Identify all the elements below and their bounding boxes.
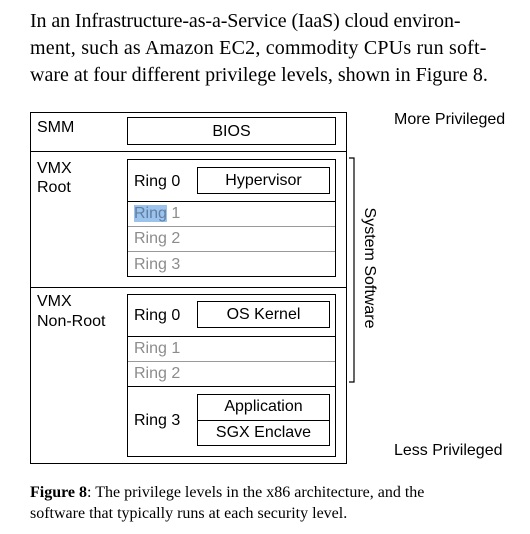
vmx-nonroot-ring0-divider bbox=[127, 336, 336, 337]
vmx-root-ring0-label: Ring 0 bbox=[134, 173, 181, 190]
bios-box bbox=[127, 117, 336, 145]
vmx-root-ring1-divider bbox=[128, 226, 335, 227]
system-software-label: System Software bbox=[361, 207, 378, 329]
selected-text[interactable]: Ring bbox=[134, 205, 167, 222]
intro-line-2: ment, such as Amazon EC2, commodity CPUs… bbox=[30, 37, 487, 59]
vmx-root-rings-box bbox=[127, 159, 336, 277]
vmx-root-ring3-label: Ring 3 bbox=[134, 256, 181, 273]
caption-line-1-text: : The privilege levels in the x86 archit… bbox=[87, 484, 425, 501]
hypervisor-label: Hypervisor bbox=[225, 172, 302, 189]
divider-smm bbox=[30, 151, 347, 152]
more-privileged-label: More Privileged bbox=[394, 111, 506, 128]
application-divider bbox=[197, 420, 330, 421]
intro-paragraph: In an Infrastructure-as-a-Service (IaaS)… bbox=[30, 8, 520, 89]
caption-line-2: software that typically runs at each sec… bbox=[30, 505, 348, 522]
bios-label: BIOS bbox=[212, 123, 251, 140]
vmx-root-ring2-divider bbox=[128, 251, 335, 252]
system-software-bracket bbox=[349, 157, 355, 383]
vmx-nonroot-ring1-divider bbox=[128, 361, 335, 362]
vmx-root-label-2: Root bbox=[37, 179, 71, 196]
vmx-root-ring1-number: 1 bbox=[166, 205, 181, 222]
vmx-nonroot-ring2-divider bbox=[127, 386, 336, 387]
vmx-nonroot-rings-box bbox=[127, 294, 336, 457]
os-kernel-box bbox=[197, 301, 330, 328]
vmx-root-ring1-label: Ring 1 bbox=[134, 205, 180, 223]
intro-line-3: ware at four different privilege levels,… bbox=[30, 64, 488, 86]
os-kernel-label: OS Kernel bbox=[226, 306, 301, 323]
divider-vmx bbox=[30, 287, 347, 288]
caption-line-1: Figure 8: The privilege levels in the x8… bbox=[30, 482, 520, 503]
vmx-root-ring0-divider bbox=[127, 201, 336, 202]
vmx-root-ring2-label: Ring 2 bbox=[134, 230, 181, 247]
smm-label: SMM bbox=[37, 119, 75, 136]
caption-figure-label: Figure 8 bbox=[30, 484, 88, 501]
application-label: Application bbox=[224, 398, 303, 415]
vmx-nonroot-label-1: VMX bbox=[37, 293, 72, 310]
intro-line-1: In an Infrastructure-as-a-Service (IaaS)… bbox=[30, 10, 461, 32]
vmx-root-label-1: VMX bbox=[37, 160, 72, 177]
sgx-enclave-label: SGX Enclave bbox=[215, 424, 312, 441]
outer-frame bbox=[30, 112, 347, 464]
hypervisor-box bbox=[197, 167, 330, 194]
figure-caption: Figure 8: The privilege levels in the x8… bbox=[30, 482, 520, 524]
vmx-nonroot-ring2-label: Ring 2 bbox=[134, 365, 181, 382]
vmx-nonroot-ring0-label: Ring 0 bbox=[134, 307, 181, 324]
vmx-nonroot-label-2: Non-Root bbox=[37, 313, 106, 330]
vmx-nonroot-ring3-label: Ring 3 bbox=[134, 412, 181, 429]
vmx-nonroot-ring1-label: Ring 1 bbox=[134, 340, 181, 357]
less-privileged-label: Less Privileged bbox=[394, 442, 503, 459]
